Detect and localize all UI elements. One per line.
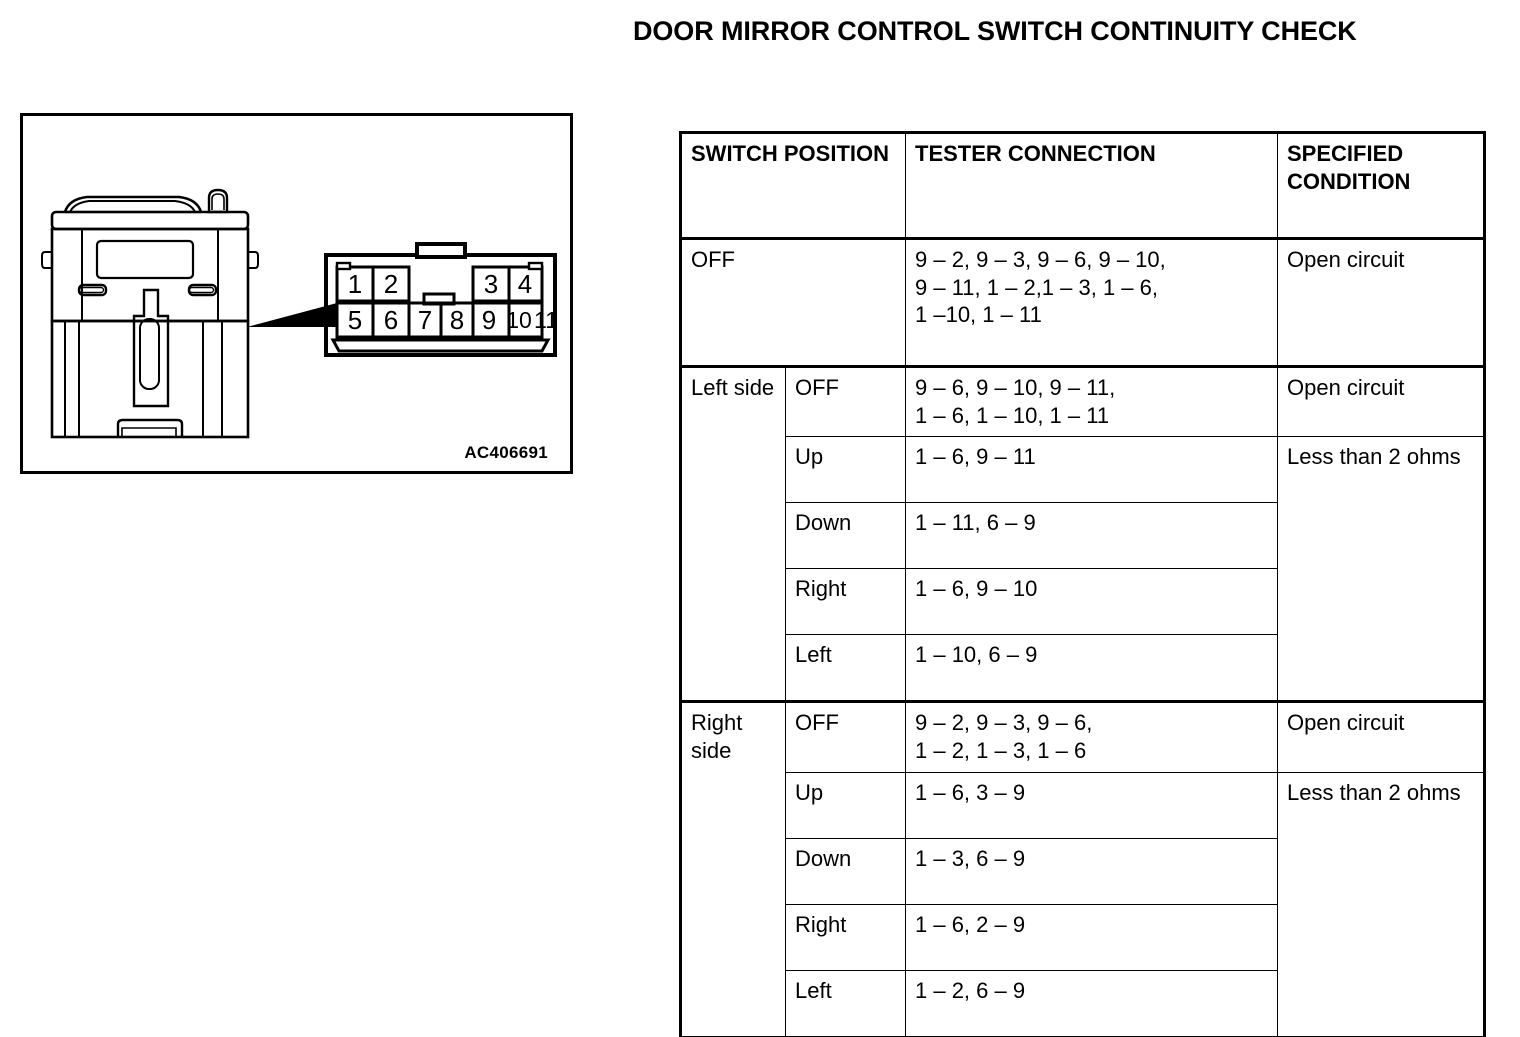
table-row: Up 1 – 6, 3 – 9 Less than 2 ohms (682, 772, 1484, 838)
pin-label-8: 8 (450, 305, 464, 335)
cell-condition-off: Open circuit (1278, 239, 1484, 367)
pin-label-4: 4 (518, 269, 532, 299)
cell-sub-left-left: Left (786, 635, 906, 702)
cell-condition-right-motion: Less than 2 ohms (1278, 772, 1484, 1036)
header-specified-condition: SPECIFIED CONDITION (1278, 134, 1484, 239)
cell-tester-left-off: 9 – 6, 9 – 10, 9 – 11, 1 – 6, 1 – 10, 1 … (906, 367, 1278, 437)
header-tester-connection: TESTER CONNECTION (906, 134, 1278, 239)
cell-tester-off: 9 – 2, 9 – 3, 9 – 6, 9 – 10, 9 – 11, 1 –… (906, 239, 1278, 367)
cell-condition-left-motion: Less than 2 ohms (1278, 437, 1484, 702)
cell-tester-left-right: 1 – 6, 9 – 10 (906, 569, 1278, 635)
pin-label-6: 6 (384, 305, 398, 335)
pin-label-7: 7 (418, 305, 432, 335)
header-switch-position: SWITCH POSITION (682, 134, 906, 239)
cell-tester-left-left: 1 – 10, 6 – 9 (906, 635, 1278, 702)
pin-label-9: 9 (482, 305, 496, 335)
table-row: Left side OFF 9 – 6, 9 – 10, 9 – 11, 1 –… (682, 367, 1484, 437)
cell-tester-right-down: 1 – 3, 6 – 9 (906, 838, 1278, 904)
table-header-row: SWITCH POSITION TESTER CONNECTION SPECIF… (682, 134, 1484, 239)
cell-tester-right-up: 1 – 6, 3 – 9 (906, 772, 1278, 838)
cell-tester-right-right: 1 – 6, 2 – 9 (906, 904, 1278, 970)
pin-label-5: 5 (348, 305, 362, 335)
cell-sub-right-off: OFF (786, 702, 906, 772)
cell-position-off: OFF (682, 239, 906, 367)
cell-sub-left-off: OFF (786, 367, 906, 437)
cell-tester-left-up: 1 – 6, 9 – 11 (906, 437, 1278, 503)
connector-pinout-diagram: 1 2 3 4 5 6 7 8 9 10 11 (323, 241, 558, 361)
table-row: Up 1 – 6, 9 – 11 Less than 2 ohms (682, 437, 1484, 503)
figure-panel: 1 2 3 4 5 6 7 8 9 10 11 AC406691 (20, 113, 573, 474)
cell-tester-right-left: 1 – 2, 6 – 9 (906, 970, 1278, 1036)
pin-label-10: 10 (506, 307, 532, 333)
pin-label-1: 1 (348, 269, 362, 299)
figure-reference-code: AC406691 (464, 443, 548, 463)
cell-group-right-side: Right side (682, 702, 786, 1036)
cell-sub-left-up: Up (786, 437, 906, 503)
cell-sub-right-left: Left (786, 970, 906, 1036)
continuity-check-table: SWITCH POSITION TESTER CONNECTION SPECIF… (681, 133, 1484, 1037)
cell-sub-left-down: Down (786, 503, 906, 569)
cell-sub-right-up: Up (786, 772, 906, 838)
pin-label-11: 11 (534, 307, 558, 333)
pin-label-2: 2 (384, 269, 398, 299)
page-title: DOOR MIRROR CONTROL SWITCH CONTINUITY CH… (633, 12, 1493, 52)
cell-tester-right-off: 9 – 2, 9 – 3, 9 – 6, 1 – 2, 1 – 3, 1 – 6 (906, 702, 1278, 772)
table-row: Right side OFF 9 – 2, 9 – 3, 9 – 6, 1 – … (682, 702, 1484, 772)
cell-tester-left-down: 1 – 11, 6 – 9 (906, 503, 1278, 569)
door-mirror-switch-illustration (41, 186, 271, 476)
cell-sub-right-right: Right (786, 904, 906, 970)
cell-group-left-side: Left side (682, 367, 786, 702)
cell-condition-left-off: Open circuit (1278, 367, 1484, 437)
pin-label-3: 3 (484, 269, 498, 299)
cell-sub-right-down: Down (786, 838, 906, 904)
cell-condition-right-off: Open circuit (1278, 702, 1484, 772)
table-row: OFF 9 – 2, 9 – 3, 9 – 6, 9 – 10, 9 – 11,… (682, 239, 1484, 367)
cell-sub-left-right: Right (786, 569, 906, 635)
